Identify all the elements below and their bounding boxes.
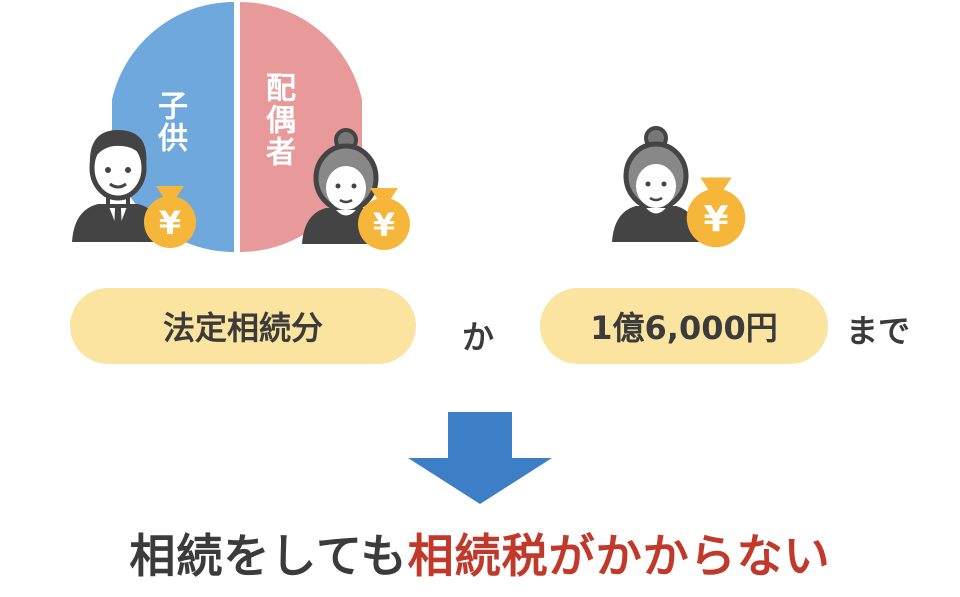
down-arrow-icon — [408, 412, 552, 504]
man-icon — [72, 130, 164, 242]
statutory-share-pill: 法定相続分 — [70, 288, 416, 364]
money-bag-icon: ¥ — [686, 177, 746, 248]
pie-left-label: 子供 — [152, 90, 187, 154]
money-bag-icon: ¥ — [144, 186, 196, 248]
conclusion-part1: 相続をしても — [129, 529, 408, 583]
or-connector: か — [462, 318, 495, 356]
svg-text:¥: ¥ — [159, 204, 181, 242]
money-bag-icon: ¥ — [358, 188, 410, 250]
conclusion-text: 相続をしても相続税がかからない — [0, 520, 960, 586]
svg-text:¥: ¥ — [703, 200, 728, 241]
amount-pill: 1億6,000円 — [540, 288, 828, 364]
pie-right-label: 配偶者 — [260, 72, 295, 168]
conclusion-highlight: 相続税がかからない — [407, 529, 831, 583]
svg-text:¥: ¥ — [373, 206, 395, 244]
until-suffix: まで — [846, 312, 911, 350]
woman-icon — [612, 126, 700, 242]
pie-left-half — [112, 2, 234, 252]
